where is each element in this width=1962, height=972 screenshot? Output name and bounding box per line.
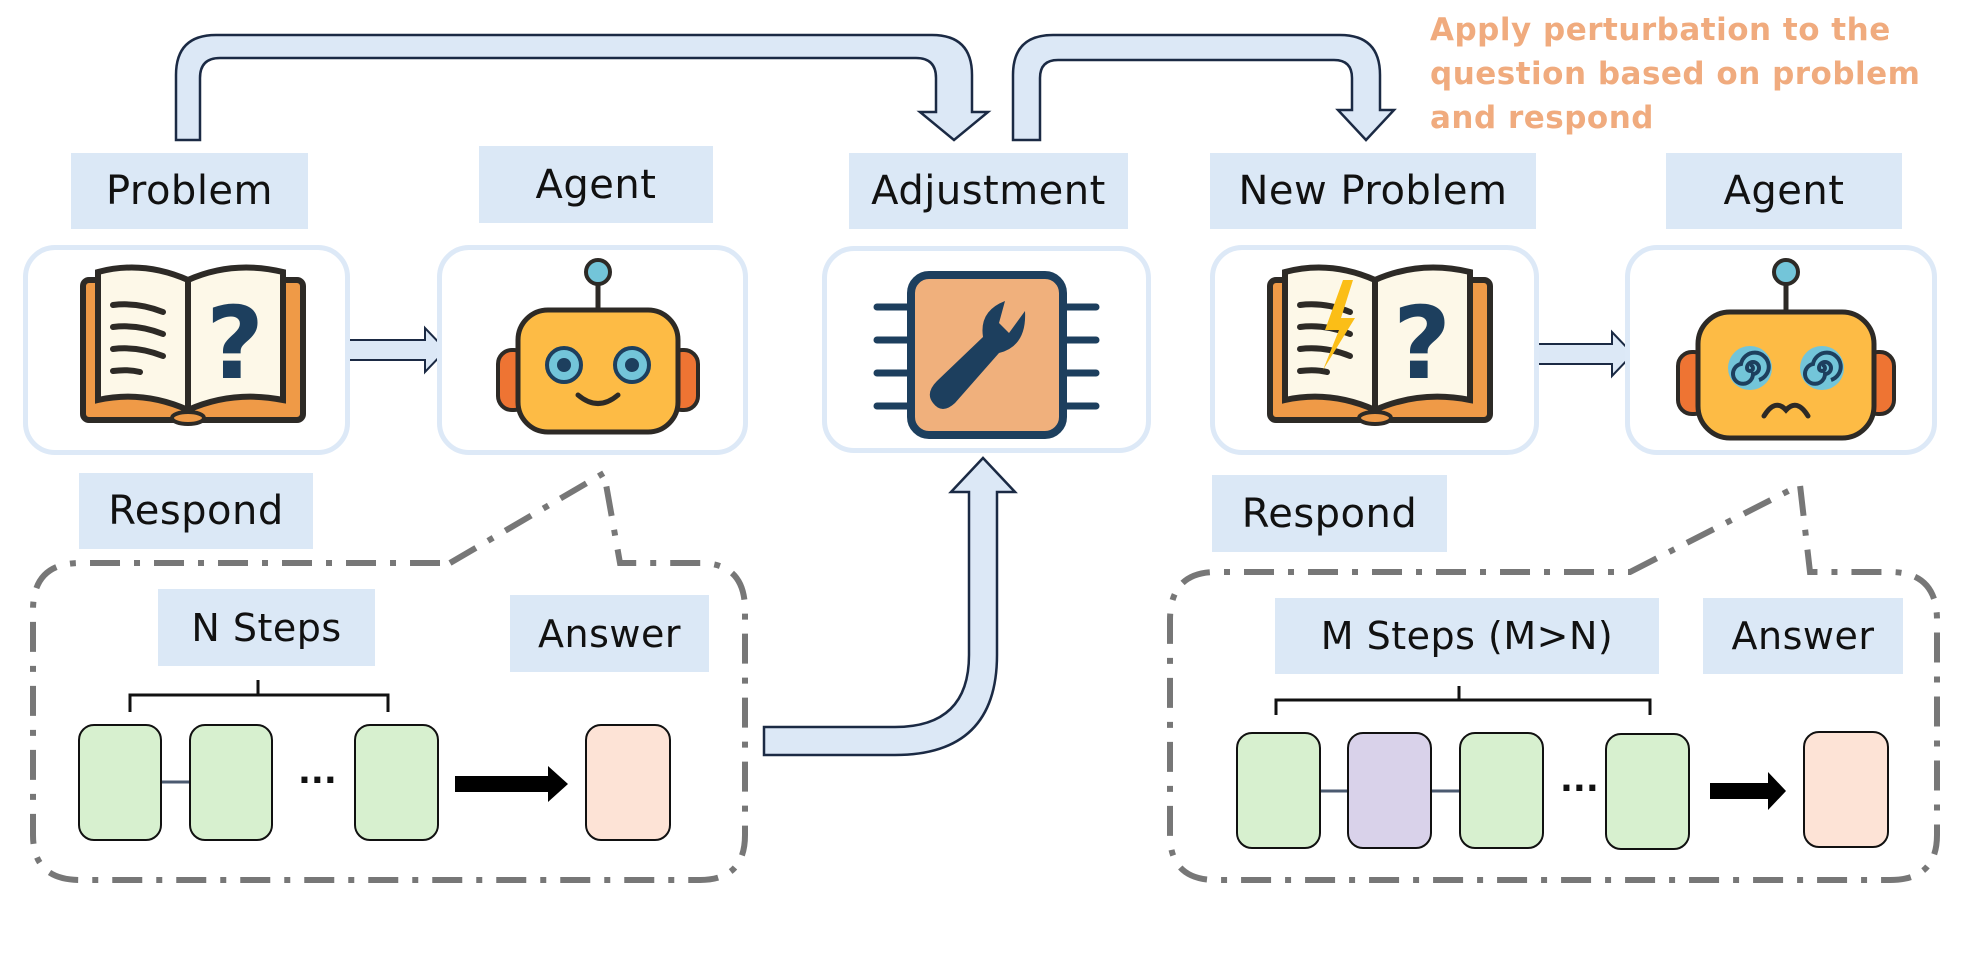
brace-m-steps	[1274, 686, 1652, 715]
perturbed-step-block	[1347, 732, 1432, 849]
annotation-line-2: question based on problem	[1430, 56, 1921, 92]
label-n-steps: N Steps	[158, 589, 375, 666]
answer-block	[585, 724, 671, 841]
svg-text:?: ?	[206, 285, 264, 402]
step-block	[189, 724, 273, 841]
svg-text:?: ?	[1393, 285, 1451, 402]
book-lightning-question-icon: ?	[1267, 264, 1493, 426]
label-respond-left: Respond	[79, 473, 313, 549]
adjustment-box	[822, 246, 1151, 453]
answer-block	[1803, 731, 1889, 848]
arrow-to-answer-left	[455, 766, 568, 802]
label-problem: Problem	[71, 153, 308, 229]
label-answer-left: Answer	[510, 595, 709, 672]
agent-2-box	[1625, 245, 1937, 455]
label-answer-right: Answer	[1703, 598, 1903, 674]
new-problem-box: ?	[1210, 245, 1539, 455]
label-m-steps: M Steps (M>N)	[1275, 598, 1659, 674]
wrench-chip-icon	[873, 271, 1100, 439]
arrow-respond-to-adjustment	[762, 456, 1018, 757]
step-block	[354, 724, 439, 841]
label-agent-2: Agent	[1666, 153, 1902, 229]
annotation-line-3: and respond	[1430, 100, 1654, 136]
label-new-problem: New Problem	[1210, 153, 1536, 229]
respond-bubble-right	[1167, 480, 1940, 883]
respond-bubble-left	[30, 468, 748, 883]
arrow-problem-to-agent	[347, 325, 448, 375]
label-respond-right: Respond	[1212, 475, 1447, 552]
step-block	[1605, 733, 1690, 850]
label-agent: Agent	[479, 146, 713, 223]
problem-box: ?	[23, 245, 350, 455]
step-block	[78, 724, 162, 841]
arrow-to-answer-right	[1710, 772, 1786, 810]
arrow-adjustment-to-new-problem	[1011, 33, 1397, 142]
lightning-icon	[1323, 280, 1355, 370]
brace-n-steps	[128, 680, 390, 712]
step-block	[1236, 732, 1321, 849]
agent-box	[437, 245, 748, 455]
ellipsis-right: ...	[1560, 760, 1599, 800]
ellipsis-left: ...	[298, 752, 337, 792]
arrow-problem-to-adjustment	[174, 33, 992, 142]
confused-robot-icon	[1676, 258, 1896, 441]
perturbation-annotation: Apply perturbation to the question based…	[1430, 8, 1921, 140]
step-block	[1459, 732, 1544, 849]
book-question-icon: ?	[80, 264, 306, 426]
arrow-new-problem-to-agent	[1536, 329, 1635, 379]
annotation-line-1: Apply perturbation to the	[1430, 12, 1891, 48]
happy-robot-icon	[496, 258, 700, 435]
label-adjustment: Adjustment	[849, 153, 1128, 229]
